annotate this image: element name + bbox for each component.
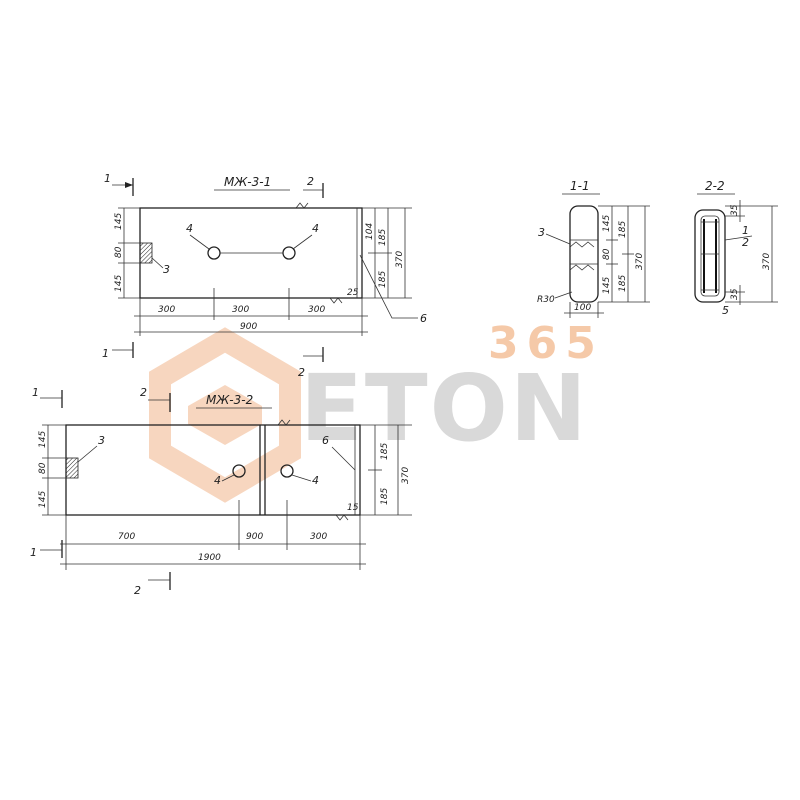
view2-dim-total: 1900 — [198, 553, 221, 563]
view2-dim-left-2: 145 — [38, 491, 48, 508]
view2-dim-left-0: 145 — [38, 431, 48, 448]
section1-width: 100 — [574, 303, 591, 313]
view1-dim-left-0: 145 — [114, 213, 124, 230]
view1-callout-4a: 4 — [186, 222, 193, 235]
section1-dim-4: 185 — [618, 275, 628, 292]
section2-outline — [694, 209, 726, 303]
view1-cut1-top: 1 — [104, 172, 111, 185]
view1-dim-right-1: 185 — [378, 229, 388, 246]
view1-dim-bottom-2: 300 — [308, 305, 325, 315]
view1-dim-bottom-1: 300 — [232, 305, 249, 315]
view1-dim-corner: 25 — [347, 288, 359, 298]
view2-cut-mark-2: 2 2 — [134, 386, 171, 597]
view2-hole-right — [280, 464, 294, 478]
view2-dim-corner: 15 — [347, 503, 359, 513]
view1-hole-left — [207, 246, 221, 260]
view1-cut2-bottom: 2 — [298, 366, 305, 379]
section2-callout-1: 1 — [742, 224, 749, 237]
view2-cut-mark-1: 1 1 — [30, 386, 63, 559]
view2-callout-3: 3 — [98, 434, 105, 447]
view2-cut2-top: 2 — [140, 386, 147, 399]
view1-cut-mark-2: 2 2 — [298, 175, 324, 379]
view2-dim-bottom-1: 900 — [246, 532, 263, 542]
view1-cut-mark-1: 1 1 — [102, 172, 134, 360]
view2-dim-bottom-2: 300 — [310, 532, 327, 542]
view2-dim-right-2: 370 — [401, 467, 411, 484]
view1-cut2-top: 2 — [307, 175, 314, 188]
view2-cut1-bottom: 1 — [30, 546, 37, 559]
section2-dim-bottom: 35 — [730, 288, 740, 300]
watermark: 365 ETON — [149, 318, 604, 503]
view-mzh-3-1: МЖ-3-1 1 1 2 2 — [102, 172, 427, 379]
section1-radius: R30 — [537, 295, 555, 305]
view1-callout-3: 3 — [163, 263, 170, 276]
view1-hatched-insert — [139, 242, 153, 264]
section2-callout-2: 2 — [742, 236, 749, 249]
view2-title: МЖ-3-2 — [206, 393, 253, 407]
watermark-word: ETON — [300, 355, 589, 462]
section2-dim-total: 370 — [762, 253, 772, 270]
view2-cut2-bottom: 2 — [134, 584, 141, 597]
section1-dim-5: 370 — [635, 253, 645, 270]
view2-callout-6: 6 — [322, 434, 329, 447]
view2-hole-left — [232, 464, 246, 478]
view1-callout-6: 6 — [420, 312, 427, 325]
section1-dim-2: 145 — [602, 277, 612, 294]
view1-title: МЖ-3-1 — [224, 175, 271, 189]
view2-hatched-insert — [65, 457, 79, 479]
view2-callout-4b: 4 — [312, 474, 319, 487]
view1-dim-right-0: 104 — [365, 223, 375, 240]
view1-dim-total: 900 — [240, 322, 257, 332]
view-mzh-3-2: МЖ-3-2 1 1 2 2 4 4 — [30, 386, 412, 597]
section1-dim-3: 185 — [618, 221, 628, 238]
view1-callout-4b: 4 — [312, 222, 319, 235]
view1-dim-left-1: 80 — [114, 246, 124, 258]
view1-dim-right-3: 370 — [395, 251, 405, 268]
section1-dim-0: 145 — [602, 215, 612, 232]
view2-cut1-top: 1 — [32, 386, 39, 399]
view2-dim-right-1: 185 — [380, 488, 390, 505]
view2-dim-right-0: 185 — [380, 443, 390, 460]
watermark-logo-icon — [149, 327, 301, 503]
view1-cut1-bottom: 1 — [102, 347, 109, 360]
section1-title: 1-1 — [570, 179, 590, 193]
section-1-1: 1-1 3 145 80 145 185 185 370 R30 100 — [537, 179, 650, 318]
section2-dim-top: 35 — [730, 204, 740, 216]
view2-dim-left-1: 80 — [38, 462, 48, 474]
view1-dim-bottom-0: 300 — [158, 305, 175, 315]
view1-dim-right-2: 185 — [378, 271, 388, 288]
section2-title: 2-2 — [705, 179, 725, 193]
view1-dim-left-2: 145 — [114, 275, 124, 292]
view2-callout-4a: 4 — [214, 474, 221, 487]
section1-outline — [569, 205, 599, 303]
section1-dim-1: 80 — [602, 248, 612, 260]
view2-dim-bottom-0: 700 — [118, 532, 135, 542]
section-2-2: 2-2 1 2 5 35 35 370 — [694, 179, 778, 317]
watermark-number: 365 — [488, 318, 604, 369]
section1-callout-3: 3 — [538, 226, 545, 239]
section2-callout-5: 5 — [722, 304, 729, 317]
